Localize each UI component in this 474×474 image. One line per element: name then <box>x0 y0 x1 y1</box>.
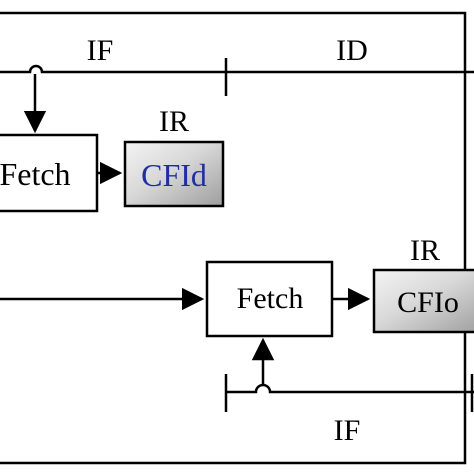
top-if-label: IF <box>87 34 114 67</box>
top-ir-label: IR <box>159 105 189 138</box>
bottom-ir-label: IR <box>410 234 440 267</box>
bottom-ir-value: CFIo <box>397 286 459 319</box>
top-stage-timeline <box>0 64 474 74</box>
bottom-if-label: IF <box>334 414 361 447</box>
bottom-fetch-label: Fetch <box>237 282 304 315</box>
bottom-ir-register <box>372 268 474 334</box>
bottom-fetch-block <box>205 260 334 338</box>
outer-frame <box>0 11 467 465</box>
top-id-label: ID <box>336 34 368 67</box>
bottom-stage-timeline <box>226 383 474 394</box>
top-ir-register <box>123 140 225 208</box>
top-ir-value: CFId <box>141 157 207 193</box>
top-fetch-label: Fetch <box>0 156 71 192</box>
